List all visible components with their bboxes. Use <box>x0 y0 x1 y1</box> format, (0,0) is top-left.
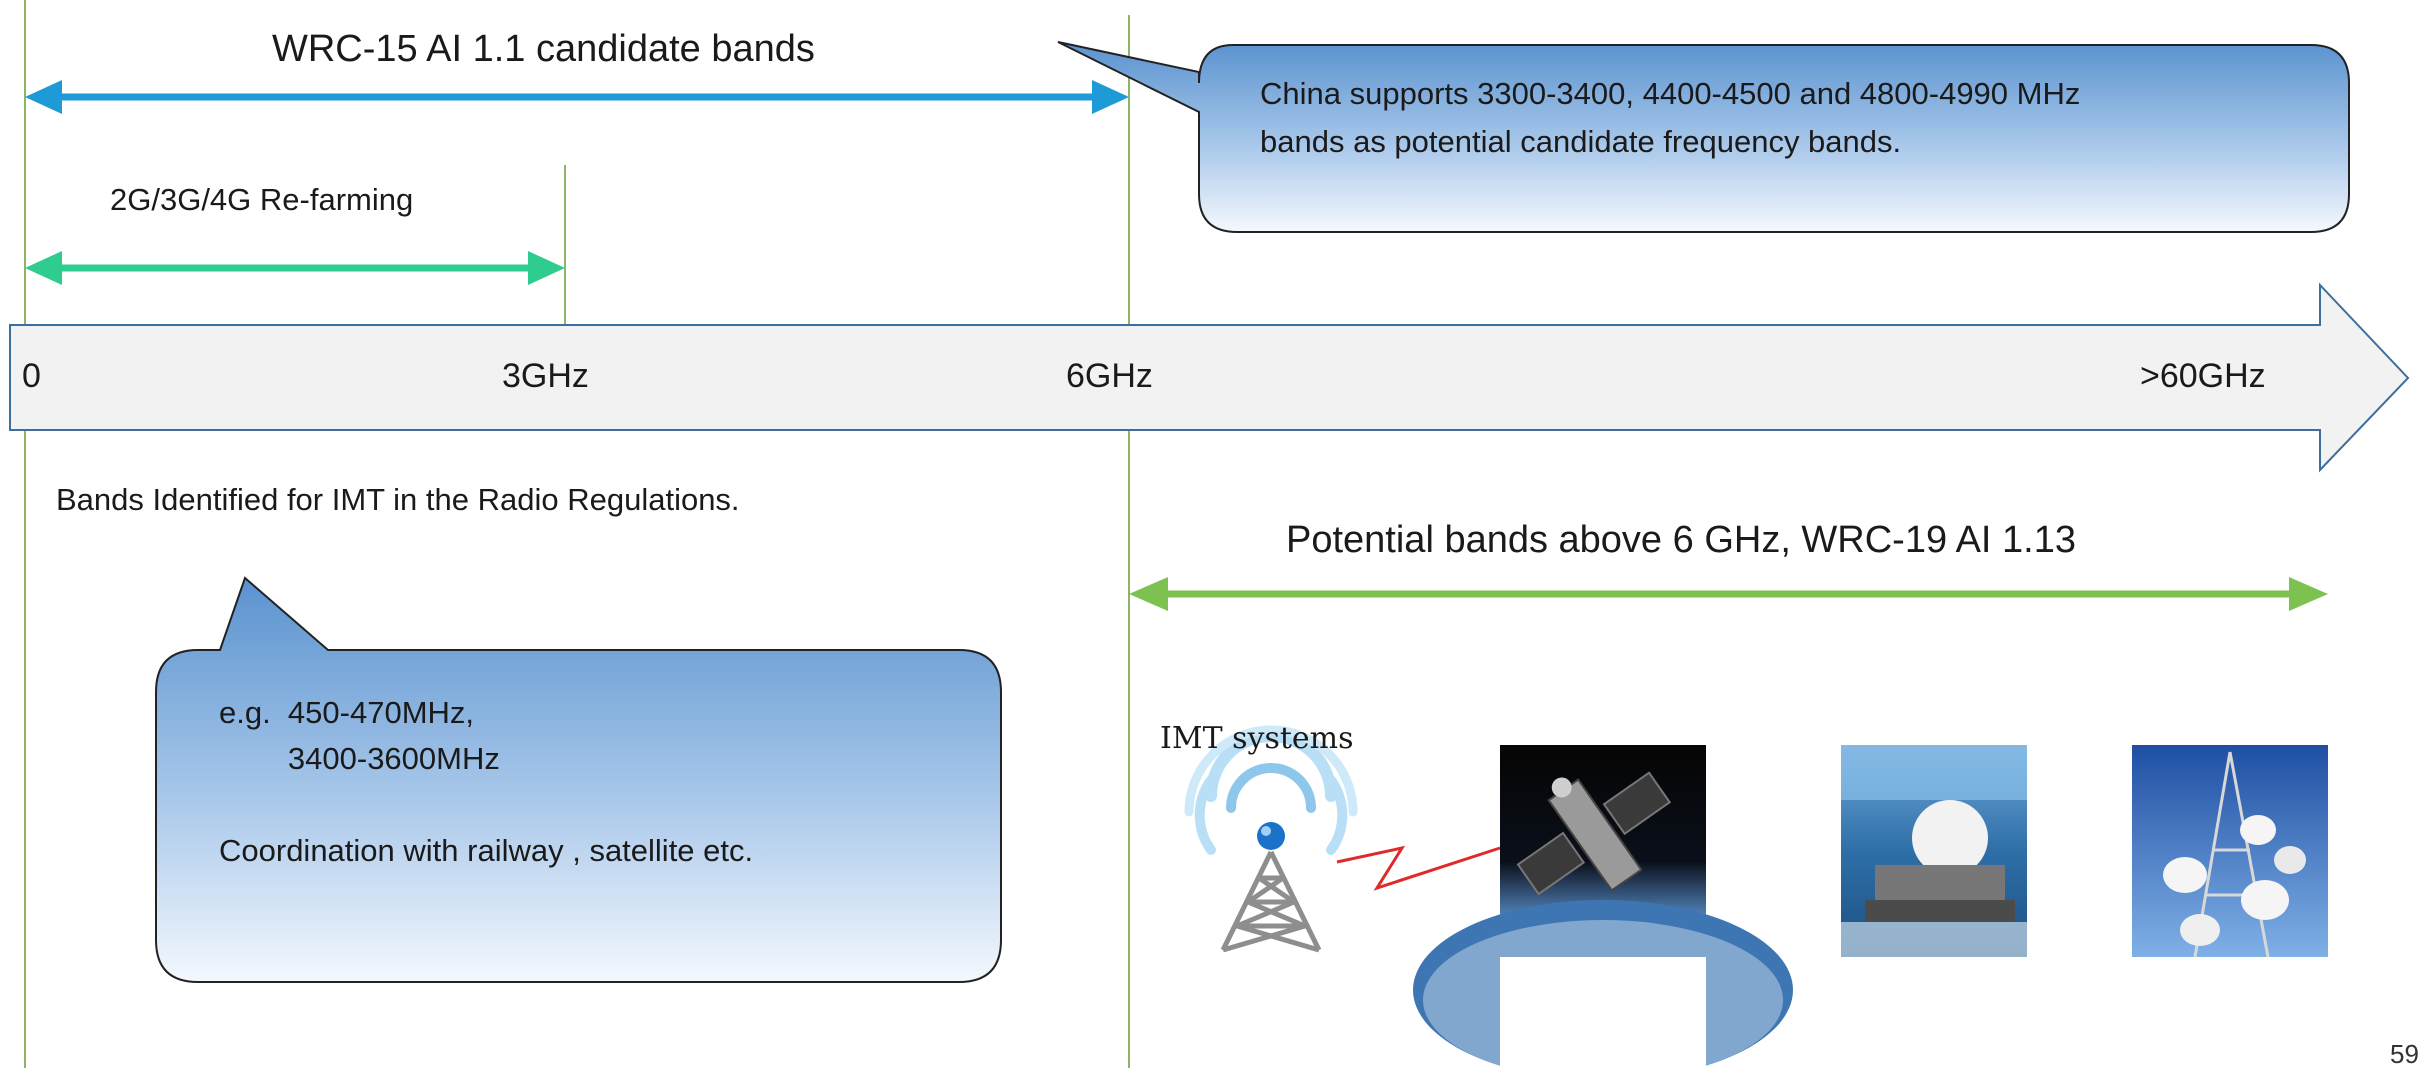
callout-examples-text: e.g. 450-470MHz, 3400-3600MHz Coordinati… <box>219 695 754 868</box>
axis-tick-0: 0 <box>22 357 41 395</box>
refarming-double-arrow <box>25 251 565 285</box>
axis-tick-3ghz: 3GHz <box>502 357 589 395</box>
wrc19-double-arrow <box>1129 577 2328 611</box>
signal-wave-icon <box>1184 725 1358 855</box>
wrc19-label: Potential bands above 6 GHz, WRC-19 AI 1… <box>1286 519 2076 561</box>
refarming-label: 2G/3G/4G Re-farming <box>110 182 414 217</box>
page-number: 59 <box>2390 1039 2419 1069</box>
antenna-tower-photo <box>2132 745 2328 958</box>
antenna-tower-icon <box>1184 725 1358 953</box>
callout-examples-bubble <box>155 576 1002 983</box>
bands-identified-text: Bands Identified for IMT in the Radio Re… <box>56 482 740 517</box>
axis-tick-60ghz: >60GHz <box>2140 357 2266 395</box>
sea-radar-photo <box>1841 745 2027 957</box>
imt-systems-label: IMT systems <box>1160 721 1354 756</box>
axis-tick-6ghz: 6GHz <box>1066 357 1153 395</box>
satellite-photo <box>1413 745 1793 1070</box>
frequency-axis-arrow <box>9 282 2410 473</box>
callout-china-text: China supports 3300-3400, 4400-4500 and … <box>1260 76 2081 159</box>
wrc15-double-arrow <box>25 80 1129 114</box>
wrc15-label: WRC-15 AI 1.1 candidate bands <box>272 28 815 70</box>
callout-china-bubble <box>1057 41 2350 233</box>
lightning-link-icon <box>1336 845 1501 891</box>
